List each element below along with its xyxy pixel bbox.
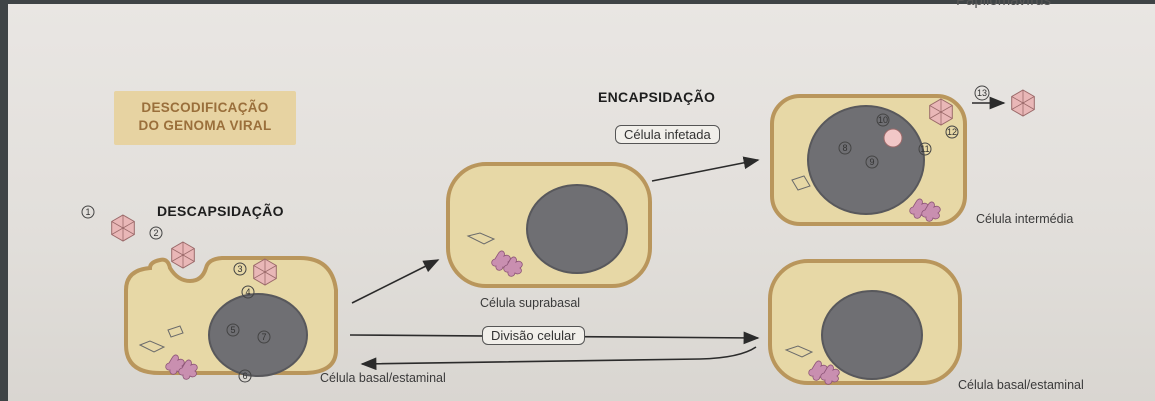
capsid-entering [172, 242, 195, 268]
descapsidacao-heading: DESCAPSIDAÇÃO [157, 203, 284, 219]
step-10: 10 [877, 114, 889, 126]
capsid-released [1012, 90, 1035, 116]
cell-basal-right [770, 261, 960, 384]
arrow-to-intermedia [652, 160, 758, 181]
capsid-free [112, 215, 135, 241]
step-number-6: 6 [242, 371, 247, 381]
step-number-9: 9 [869, 157, 874, 167]
step-number-8: 8 [842, 143, 847, 153]
step-11: 11 [919, 143, 931, 155]
step-12: 12 [946, 126, 958, 138]
nucleus-suprabasal [527, 185, 627, 273]
step-13: 13 [975, 86, 989, 100]
step-number-11: 11 [920, 144, 929, 154]
step-number-2: 2 [153, 228, 158, 238]
step-2: 2 [150, 227, 162, 239]
step-number-3: 3 [237, 264, 242, 274]
step-number-7: 7 [261, 332, 266, 342]
arrow-divisao-back [362, 347, 756, 364]
arrow-to-suprabasal [352, 260, 438, 303]
cell-suprabasal [448, 164, 650, 286]
descodificacao-line-2: DO GENOMA VIRAL [114, 118, 296, 133]
descodificacao-line-1: DESCODIFICAÇÃO [114, 100, 296, 115]
caption-intermedia: Célula intermédia [976, 212, 1073, 226]
cell-basal-left [126, 258, 336, 379]
nucleus-basal-right [822, 291, 922, 379]
celula-infetada-box: Célula infetada [615, 125, 720, 144]
caption-basal-right: Célula basal/estaminal [958, 378, 1084, 392]
header-cut-text: Papilomavírus [956, 0, 1051, 9]
encapsidacao-heading: ENCAPSIDAÇÃO [598, 89, 715, 105]
divisao-celular-box: Divisão celular [482, 326, 585, 345]
caption-suprabasal: Célula suprabasal [480, 296, 580, 310]
step-number-1: 1 [85, 207, 90, 217]
step-number-10: 10 [878, 115, 888, 125]
step-1: 1 [82, 206, 94, 218]
caption-basal-left: Célula basal/estaminal [320, 371, 446, 385]
step-number-13: 13 [977, 88, 987, 98]
descodificacao-tag: DESCODIFICAÇÃO DO GENOMA VIRAL [114, 91, 296, 145]
step-number-4: 4 [245, 287, 250, 297]
step-number-12: 12 [947, 127, 957, 137]
step-number-5: 5 [230, 325, 235, 335]
